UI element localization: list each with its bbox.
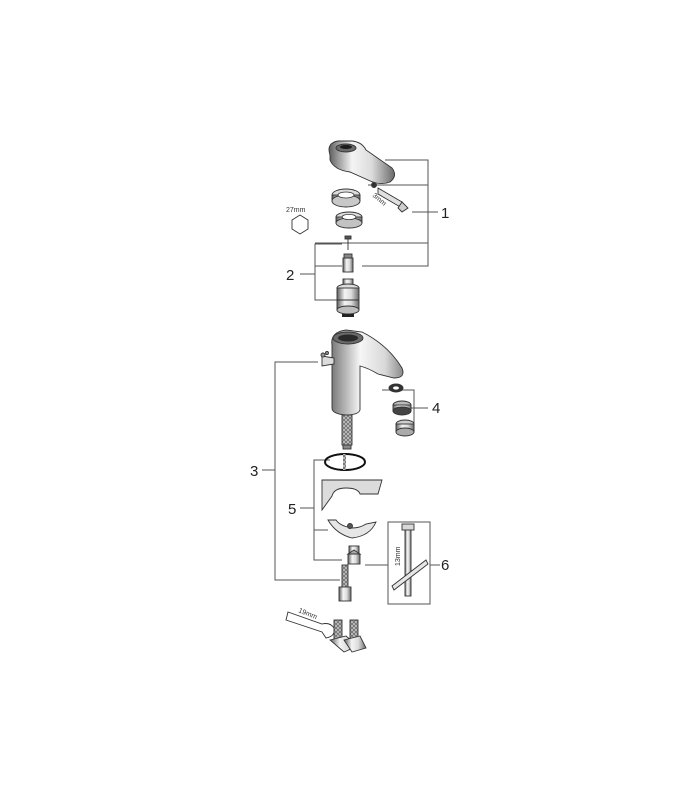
aerator-housing — [395, 419, 415, 437]
lever-handle — [328, 140, 395, 185]
allen-key: 3mm — [371, 187, 409, 213]
cartridge-spindle-adapter — [342, 253, 354, 273]
hex-socket-size-label: 27mm — [286, 207, 306, 214]
mounting-stud-nut — [346, 545, 362, 565]
flat-spanner-tool: 19mm — [285, 607, 335, 639]
hose-connection-nuts — [329, 619, 367, 653]
o-ring-seal — [324, 453, 366, 471]
hex-socket-tool: 27mm — [286, 207, 309, 235]
set-screw — [371, 182, 377, 188]
ceramic-cartridge — [336, 278, 360, 317]
cartridge-screw — [344, 235, 352, 250]
locking-nut — [335, 211, 363, 229]
callout-labels: 1 2 3 4 5 6 — [250, 205, 449, 574]
tube-wrench-box — [387, 521, 431, 605]
horseshoe-washer — [327, 519, 377, 539]
tube-wrench-size-label: 13mm — [395, 546, 402, 566]
flex-hose-upper — [341, 414, 353, 450]
callout-3: 3 — [250, 463, 258, 480]
aerator-insert — [392, 400, 412, 416]
callout-2: 2 — [286, 267, 294, 284]
aerator-washer — [388, 383, 404, 393]
cap-ring — [331, 188, 361, 208]
callout-5: 5 — [288, 501, 296, 518]
pop-up-lever — [320, 351, 335, 367]
callout-4: 4 — [432, 400, 440, 417]
mixer-body — [331, 329, 404, 416]
rubber-gasket — [321, 479, 383, 512]
flex-hose-lower — [338, 564, 352, 602]
callout-6: 6 — [441, 557, 449, 574]
tube-wrench-tool: 13mm — [391, 523, 429, 597]
callout-1: 1 — [441, 205, 449, 222]
